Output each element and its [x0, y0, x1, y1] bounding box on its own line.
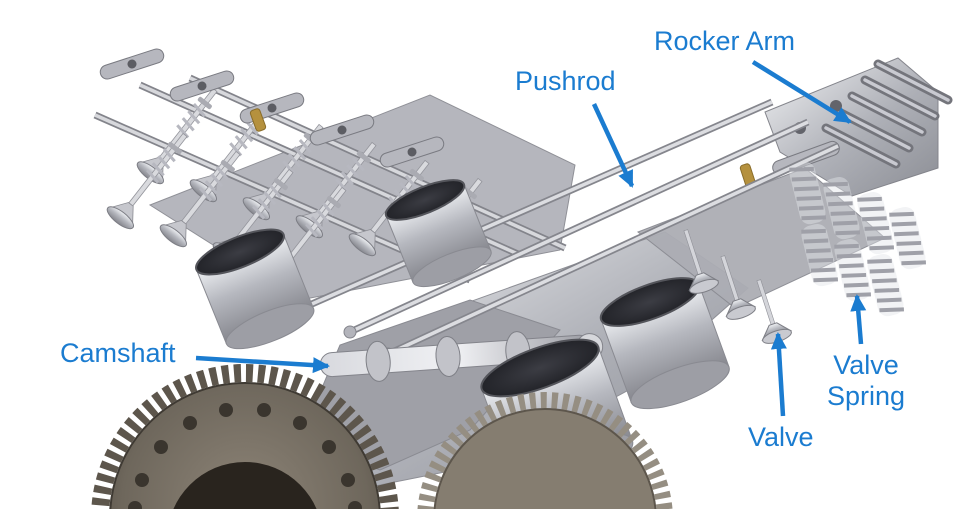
label-valve: Valve	[748, 422, 814, 452]
valve-arrow	[770, 332, 787, 417]
ring-gear-secondary	[417, 392, 673, 509]
label-rocker-arm: Rocker Arm	[654, 26, 796, 56]
pushrod-arrow	[591, 103, 635, 188]
label-valve-spring: Valve Spring	[826, 350, 906, 412]
pushrods	[298, 98, 840, 361]
piston	[599, 277, 730, 410]
gold-lash-adjuster	[249, 108, 267, 132]
rocker-arm-arrow	[751, 60, 852, 124]
piston	[384, 179, 492, 288]
valve-spring-arrow	[850, 294, 867, 345]
piston	[195, 228, 315, 350]
label-pushrod: Pushrod	[515, 66, 616, 96]
label-camshaft: Camshaft	[60, 338, 176, 368]
flywheel-gear	[91, 364, 399, 509]
camshaft-arrow	[195, 355, 330, 374]
